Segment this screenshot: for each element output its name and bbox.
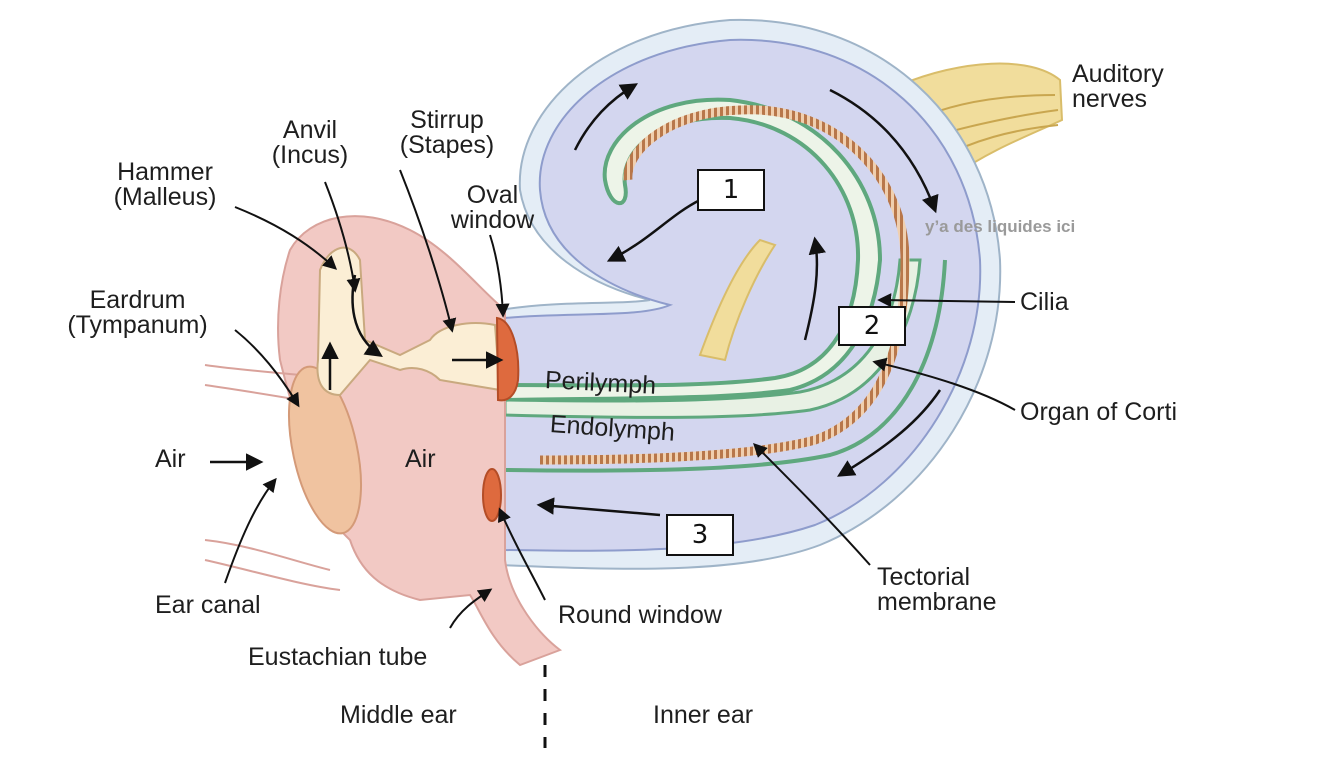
eardrum-shape xyxy=(288,365,362,535)
round-window-shape xyxy=(482,468,502,522)
label-auditory-nerves: Auditory nerves xyxy=(1072,60,1164,113)
label-eustachian-tube: Eustachian tube xyxy=(248,643,428,671)
oval-window-shape xyxy=(495,316,520,402)
label-middle-ear: Middle ear xyxy=(340,701,457,729)
label-air-outer: Air xyxy=(155,445,186,473)
marker-box-3: 3 xyxy=(666,514,734,556)
label-oval-window: Oval window xyxy=(450,181,535,234)
cochlear-duct xyxy=(503,97,883,403)
label-anvil: Anvil (Incus) xyxy=(271,116,349,169)
label-cilia: Cilia xyxy=(1020,288,1069,316)
flow-arrows xyxy=(210,83,942,517)
label-round-window: Round window xyxy=(558,601,722,629)
ear-canal-lines xyxy=(204,364,341,591)
ossicles-shape xyxy=(316,246,502,397)
spiral-nerve xyxy=(698,238,777,362)
label-eardrum: Eardrum (Tympanum) xyxy=(67,286,208,339)
basilar-membrane xyxy=(504,259,947,473)
annotation-note: y’a des liquides ici xyxy=(925,217,1076,236)
leader-lines xyxy=(224,169,1016,629)
label-organ-of-corti: Organ of Corti xyxy=(1020,398,1178,426)
label-hammer: Hammer (Malleus) xyxy=(113,158,217,211)
label-stirrup: Stirrup (Stapes) xyxy=(399,106,495,159)
marker-box-1: 1 xyxy=(697,169,765,211)
label-perilymph: Perilymph xyxy=(544,366,657,400)
label-air-inner: Air xyxy=(405,445,436,473)
marker-box-2: 2 xyxy=(838,306,906,346)
organ-of-corti xyxy=(539,105,910,465)
label-inner-ear: Inner ear xyxy=(653,701,754,729)
label-ear-canal: Ear canal xyxy=(155,591,261,619)
endolymph-lower-channel xyxy=(503,258,922,419)
label-tectorial-membrane: Tectorial membrane xyxy=(877,563,997,616)
